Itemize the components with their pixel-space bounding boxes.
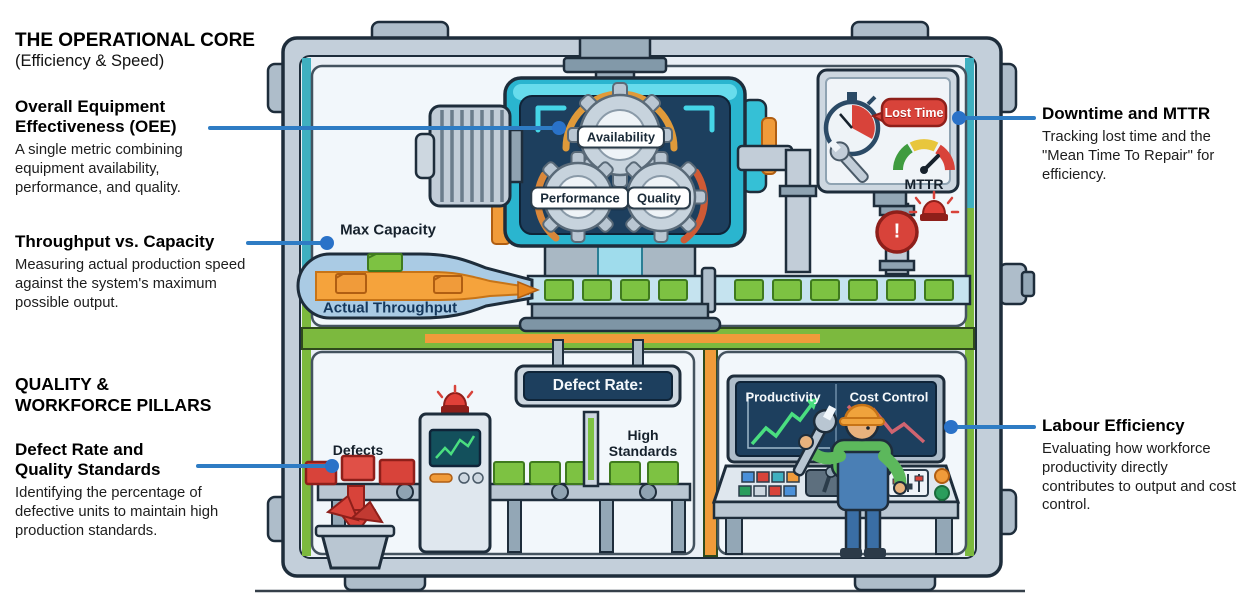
- downtime-panel: [816, 68, 960, 208]
- warning-exclamation: !: [893, 220, 901, 243]
- section-header: THE OPERATIONAL CORE (Efficiency & Speed…: [15, 30, 275, 72]
- alarm-light-icon-station: [436, 384, 474, 414]
- lost-time-badge: [870, 97, 948, 128]
- worker-figure: [792, 403, 907, 558]
- throughput-conveyor: [526, 266, 972, 314]
- callout-labour-desc: Evaluating how workforce productivity di…: [1042, 441, 1237, 514]
- alarm-light-icon-top: [908, 190, 960, 221]
- callout-downtime: Downtime and MTTR Tracking lost time and…: [1042, 104, 1238, 184]
- oee-machine: [491, 76, 777, 248]
- stopwatch-icon: [823, 92, 881, 157]
- callout-throughput: Throughput vs. Capacity Measuring actual…: [15, 232, 250, 312]
- box-icon-green: [367, 253, 403, 272]
- gear-label-quality: Quality: [626, 186, 692, 210]
- side-knob: [998, 262, 1036, 306]
- callout-oee-desc: A single metric combining equipment avai…: [15, 142, 183, 196]
- callout-oee-title: Overall Equipment Effectiveness (OEE): [15, 97, 177, 137]
- callout-downtime-title: Downtime and MTTR: [1042, 104, 1211, 123]
- page-title: THE OPERATIONAL CORE: [15, 30, 255, 51]
- connector-throughput: [246, 241, 328, 245]
- connector-throughput-dot: [320, 236, 334, 250]
- gauge-icon: [892, 139, 955, 174]
- defect-rate-sign-label: Defect Rate:: [552, 377, 644, 394]
- pedestal-base: [518, 302, 722, 333]
- productivity-label: Productivity: [745, 389, 821, 405]
- defect-sign: [514, 339, 682, 408]
- page-subtitle: (Efficiency & Speed): [15, 51, 165, 70]
- connector-defect: [196, 464, 334, 468]
- lost-time-label: Lost Time: [884, 106, 944, 120]
- actual-throughput-label: Actual Throughput: [322, 299, 458, 317]
- arc-right: [680, 168, 708, 244]
- worker-wrench-icon: [792, 405, 838, 477]
- cost-control-label: Cost Control: [849, 389, 929, 405]
- gear-label-availability: Availability: [576, 125, 666, 149]
- callout-defect-title: Defect Rate and Quality Standards: [15, 440, 161, 480]
- callout-downtime-desc: Tracking lost time and the "Mean Time To…: [1042, 129, 1215, 183]
- callout-labour: Labour Efficiency Evaluating how workfor…: [1042, 416, 1240, 515]
- productivity-trend: [750, 402, 814, 446]
- connector-labour-dot: [944, 420, 958, 434]
- defect-bucket: [314, 494, 396, 570]
- connector-oee: [208, 126, 558, 130]
- capacity-funnel: [296, 252, 541, 320]
- pillars-title: QUALITY & WORKFORCE PILLARS: [15, 374, 212, 415]
- quality-gate: [582, 410, 600, 488]
- callout-throughput-title: Throughput vs. Capacity: [15, 232, 215, 251]
- motor-cylinder: [414, 104, 524, 208]
- box-icon-orange: [335, 273, 463, 294]
- product-box-icons: [544, 279, 954, 301]
- callout-defect-desc: Identifying the percentage of defective …: [15, 485, 219, 539]
- max-capacity-label: Max Capacity: [340, 221, 436, 239]
- inspection-station: [418, 384, 492, 554]
- connector-downtime: [962, 116, 1036, 120]
- connector-downtime-dot: [952, 111, 966, 125]
- connector-defect-dot: [325, 459, 339, 473]
- callout-oee: Overall Equipment Effectiveness (OEE) A …: [15, 97, 250, 197]
- gear-label-performance: Performance: [530, 186, 630, 210]
- flow-arrow-icon: [517, 280, 541, 300]
- callout-throughput-desc: Measuring actual production speed agains…: [15, 257, 246, 311]
- connector-labour: [956, 425, 1036, 429]
- high-standards-label: High Standards: [608, 426, 678, 459]
- wrench-icon: [828, 139, 869, 184]
- connector-oee-dot: [552, 121, 566, 135]
- mttr-label: MTTR: [904, 176, 944, 192]
- callout-labour-title: Labour Efficiency: [1042, 416, 1185, 435]
- callout-defect: Defect Rate and Quality Standards Identi…: [15, 440, 250, 540]
- console-buttons: [738, 471, 800, 497]
- warning-valve-icon: [875, 210, 919, 254]
- defects-label: Defects: [332, 442, 384, 458]
